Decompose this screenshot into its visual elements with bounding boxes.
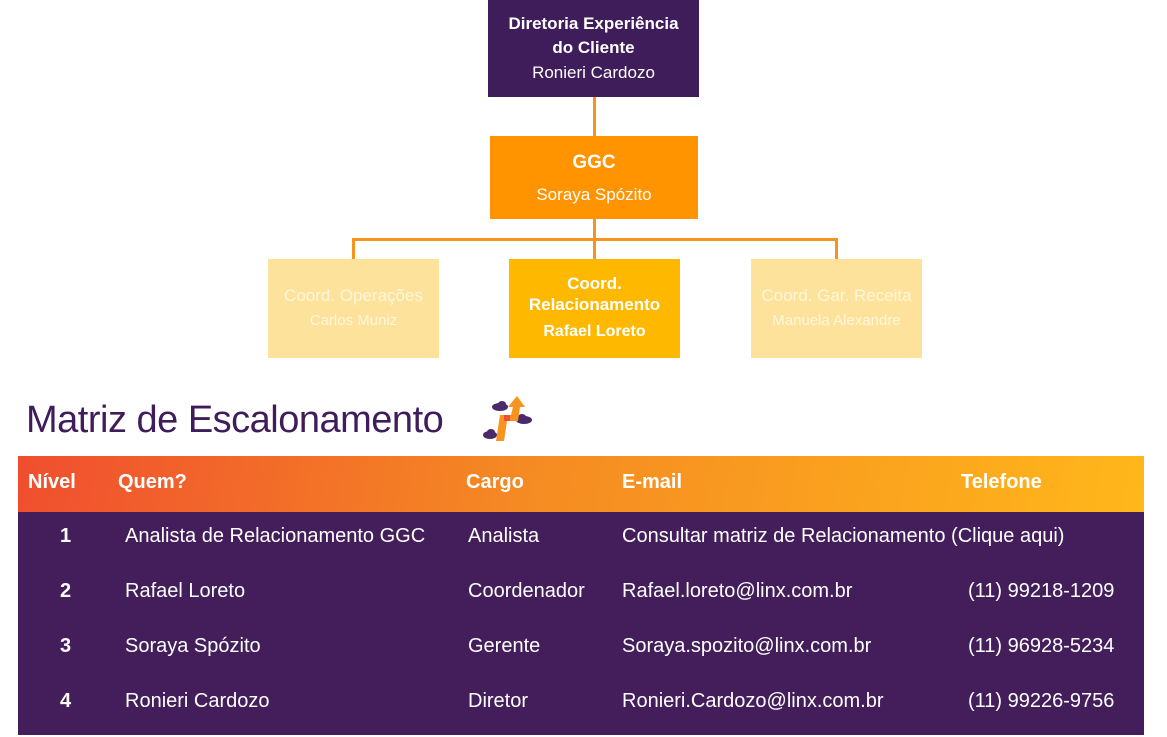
table-header: Nível Quem? Cargo E-mail Telefone bbox=[18, 456, 1144, 512]
connector-ops bbox=[352, 238, 355, 259]
cell-who: Analista de Relacionamento GGC bbox=[125, 525, 426, 547]
cell-level: 2 bbox=[60, 580, 72, 602]
header-level: Nível bbox=[28, 471, 76, 493]
ggc-title: GGC bbox=[572, 151, 616, 173]
cell-email[interactable]: Soraya.spozito@linx.com.br bbox=[622, 635, 872, 657]
header-email: E-mail bbox=[622, 471, 683, 493]
cell-role: Analista bbox=[468, 525, 540, 547]
cell-email[interactable]: Ronieri.Cardozo@linx.com.br bbox=[622, 690, 884, 712]
coord-gar-receita-title: Coord. Gar. Receita bbox=[761, 285, 912, 305]
header-phone: Telefone bbox=[961, 471, 1042, 493]
coord-gar-receita-name: Manuela Alexandre bbox=[772, 311, 901, 329]
ggc-name: Soraya Spózito bbox=[536, 184, 652, 204]
coord-relacionamento-title-line2: Relacionamento bbox=[528, 294, 661, 314]
relationship-matrix-link[interactable]: Consultar matriz de Relacionamento (Cliq… bbox=[622, 525, 1065, 547]
coord-relacionamento-title-line1: Coord. bbox=[567, 273, 622, 293]
coord-relacionamento-name: Rafael Loreto bbox=[543, 322, 646, 340]
cell-role: Gerente bbox=[468, 635, 541, 657]
cell-who: Soraya Spózito bbox=[125, 635, 261, 657]
cell-level: 4 bbox=[60, 690, 72, 712]
cell-level: 1 bbox=[60, 525, 72, 547]
org-box-coord-operacoes: Coord. Operações Carlos Muniz bbox=[268, 259, 439, 358]
org-box-ggc: GGC Soraya Spózito bbox=[490, 136, 698, 219]
connector-rec bbox=[835, 238, 838, 259]
coord-operacoes-name: Carlos Muniz bbox=[309, 311, 398, 329]
matrix-title: Matriz de Escalonamento bbox=[26, 399, 444, 441]
org-box-coord-gar-receita: Coord. Gar. Receita Manuela Alexandre bbox=[751, 259, 922, 358]
connector-director-ggc bbox=[593, 97, 596, 136]
table-row: 3 Soraya Spózito Gerente Soraya.spozito@… bbox=[18, 627, 1144, 682]
director-title-line2: do Cliente bbox=[552, 37, 635, 57]
table-row: 1 Analista de Relacionamento GGC Analist… bbox=[18, 517, 1144, 572]
coord-operacoes-title: Coord. Operações bbox=[284, 285, 423, 305]
cell-role: Diretor bbox=[468, 690, 529, 712]
cell-who: Ronieri Cardozo bbox=[125, 690, 270, 712]
org-box-director: Diretoria Experiência do Cliente Ronieri… bbox=[488, 0, 699, 97]
escalation-arrow-icon bbox=[483, 396, 532, 441]
cell-email[interactable]: Rafael.loreto@linx.com.br bbox=[622, 580, 853, 602]
table-body: 1 Analista de Relacionamento GGC Analist… bbox=[18, 512, 1144, 735]
cell-who: Rafael Loreto bbox=[125, 580, 246, 602]
cell-phone: (11) 99226-9756 bbox=[968, 690, 1115, 712]
director-title-line1: Diretoria Experiência bbox=[508, 13, 679, 33]
header-who: Quem? bbox=[118, 471, 187, 493]
escalation-table: Nível Quem? Cargo E-mail Telefone 1 Anal… bbox=[18, 456, 1144, 735]
connector-horizontal bbox=[352, 238, 838, 241]
table-row: 2 Rafael Loreto Coordenador Rafael.loret… bbox=[18, 572, 1144, 627]
table-row: 4 Ronieri Cardozo Diretor Ronieri.Cardoz… bbox=[18, 682, 1144, 737]
cell-phone: (11) 99218-1209 bbox=[968, 580, 1115, 602]
cell-role: Coordenador bbox=[468, 580, 585, 602]
org-box-coord-relacionamento: Coord. Relacionamento Rafael Loreto bbox=[509, 259, 680, 358]
header-role: Cargo bbox=[466, 471, 524, 493]
cell-level: 3 bbox=[60, 635, 72, 657]
cell-phone: (11) 96928-5234 bbox=[968, 635, 1115, 657]
director-name: Ronieri Cardozo bbox=[532, 62, 655, 82]
